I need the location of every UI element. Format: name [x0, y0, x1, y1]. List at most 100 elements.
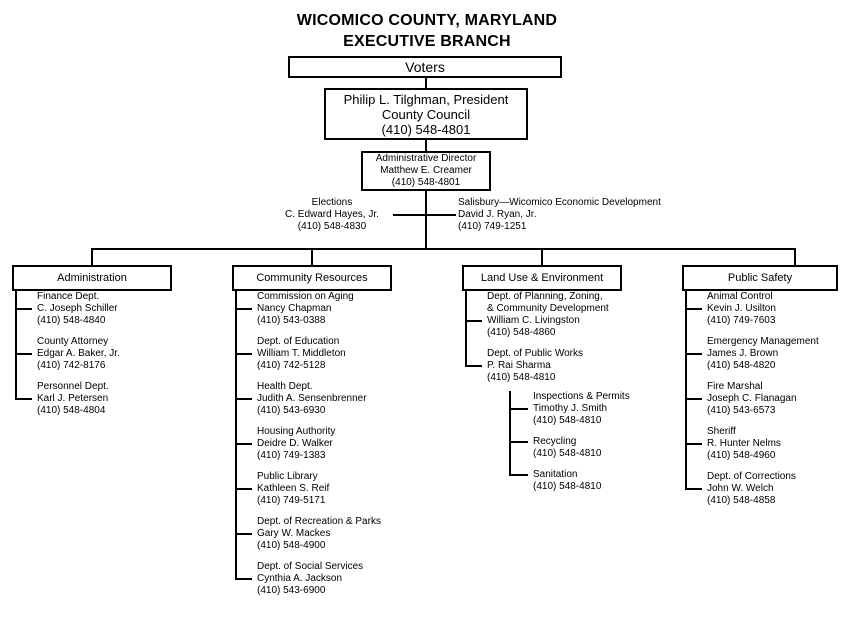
mid-entry-name: C. Edward Hayes, Jr. [285, 209, 379, 220]
entry-phone: (410) 742-5128 [257, 360, 326, 371]
entry-connector-tick [511, 474, 528, 476]
entry-phone: (410) 548-4810 [533, 448, 602, 459]
entry-connector-tick [685, 398, 702, 400]
column-rail [685, 291, 687, 490]
admin-director-phone: (410) 548-4801 [391, 177, 461, 188]
entry-title: Fire Marshal [707, 381, 763, 392]
entry-title-continued: & Community Development [487, 303, 609, 314]
entry-connector-tick [685, 353, 702, 355]
entry-phone: (410) 548-4810 [487, 372, 556, 383]
entry-phone: (410) 543-0388 [257, 315, 326, 326]
entry-connector-tick [685, 443, 702, 445]
entry-title: Sanitation [533, 469, 578, 480]
entry-name: Deidre D. Walker [257, 438, 333, 449]
department-header-administration: Administration [12, 265, 172, 291]
entry-connector-tick [15, 353, 32, 355]
department-header-label: Land Use & Environment [480, 272, 604, 284]
bus-drop-land-use-environment [541, 248, 543, 265]
department-header-label: Community Resources [256, 272, 368, 284]
page-title: WICOMICO COUNTY, MARYLAND EXECUTIVE BRAN… [0, 10, 854, 52]
entry-connector-tick [235, 578, 252, 580]
entry-phone: (410) 749-1383 [257, 450, 326, 461]
connector-admin-director-to-bus [425, 191, 427, 249]
org-entry: Personnel Dept.Karl J. Petersen(410) 548… [15, 381, 217, 417]
department-header-public-safety: Public Safety [682, 265, 838, 291]
connector-council-to-admin-director [425, 140, 427, 151]
column-rail [465, 291, 467, 367]
column-rail [235, 291, 237, 580]
department-header-community-resources: Community Resources [232, 265, 392, 291]
voters-label: Voters [405, 58, 445, 75]
entry-connector-tick [235, 488, 252, 490]
entry-connector-tick [685, 488, 702, 490]
department-header-land-use-environment: Land Use & Environment [462, 265, 622, 291]
entry-name: C. Joseph Schiller [37, 303, 118, 314]
org-entry: Dept. of Planning, Zoning,& Community De… [465, 291, 677, 339]
entry-title: Dept. of Recreation & Parks [257, 516, 381, 527]
entry-title: Dept. of Corrections [707, 471, 796, 482]
mid-entry-economic-development: Salisbury—Wicomico Economic Development … [458, 197, 661, 233]
page-title-line-2: EXECUTIVE BRANCH [343, 33, 511, 50]
entry-connector-tick [15, 398, 32, 400]
entry-phone: (410) 548-4840 [37, 315, 106, 326]
entry-name: Joseph C. Flanagan [707, 393, 797, 404]
entry-name: R. Hunter Nelms [707, 438, 781, 449]
entry-title: Dept. of Education [257, 336, 340, 347]
entry-phone: (410) 548-4810 [533, 415, 602, 426]
council-body-label: County Council [381, 106, 471, 122]
department-column-administration: Finance Dept.C. Joseph Schiller(410) 548… [12, 291, 217, 426]
entry-name: Kevin J. Usilton [707, 303, 776, 314]
entry-phone: (410) 548-4810 [533, 481, 602, 492]
department-column-land-use-environment: Dept. of Planning, Zoning,& Community De… [462, 291, 677, 502]
entry-title: Public Library [257, 471, 318, 482]
entry-connector-tick [235, 398, 252, 400]
entry-name: Judith A. Sensenbrenner [257, 393, 367, 404]
entry-title: Animal Control [707, 291, 773, 302]
entry-phone: (410) 548-4900 [257, 540, 326, 551]
entry-title: Recycling [533, 436, 577, 447]
entry-phone: (410) 543-6900 [257, 585, 326, 596]
mid-entry-elections: Elections C. Edward Hayes, Jr. (410) 548… [285, 197, 379, 233]
entry-phone: (410) 749-7603 [707, 315, 776, 326]
column-rail [15, 291, 17, 400]
entry-title: County Attorney [37, 336, 109, 347]
entry-title: Finance Dept. [37, 291, 100, 302]
connector-voters-to-council [425, 78, 427, 88]
entry-title: Inspections & Permits [533, 391, 630, 402]
entry-title: Sheriff [707, 426, 736, 437]
entry-name: Edgar A. Baker, Jr. [37, 348, 120, 359]
entry-title: Commission on Aging [257, 291, 354, 302]
entry-phone: (410) 543-6930 [257, 405, 326, 416]
subgroup-rail [509, 391, 511, 476]
entry-connector-tick [235, 308, 252, 310]
entry-connector-tick [235, 533, 252, 535]
org-entry: Sanitation(410) 548-4810 [511, 469, 677, 493]
page-title-line-1: WICOMICO COUNTY, MARYLAND [296, 12, 558, 29]
entry-connector-tick [235, 443, 252, 445]
department-distribution-bus [91, 248, 796, 250]
entry-name: Timothy J. Smith [533, 403, 608, 414]
org-entry: Recycling(410) 548-4810 [511, 436, 677, 460]
entry-name: John W. Welch [707, 483, 774, 494]
council-president-name: Philip L. Tilghman, President [343, 91, 509, 107]
entry-name: William T. Middleton [257, 348, 346, 359]
entry-phone: (410) 548-4860 [487, 327, 556, 338]
mid-entry-phone: (410) 749-1251 [458, 221, 527, 232]
county-council-box: Philip L. Tilghman, President County Cou… [324, 88, 528, 140]
entry-name: Gary W. Mackes [257, 528, 331, 539]
entry-phone: (410) 548-4804 [37, 405, 106, 416]
entry-phone: (410) 543-6573 [707, 405, 776, 416]
entry-name: Nancy Chapman [257, 303, 332, 314]
entry-connector-tick [15, 308, 32, 310]
entry-phone: (410) 742-8176 [37, 360, 106, 371]
entry-name: Cynthia A. Jackson [257, 573, 343, 584]
